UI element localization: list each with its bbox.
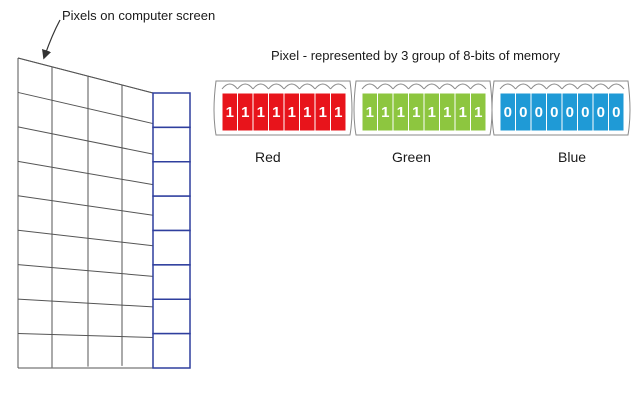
bit-cell-top — [237, 83, 254, 90]
red-bit-value: 1 — [241, 104, 249, 121]
screen-label: Pixels on computer screen — [62, 8, 216, 23]
blue-bit-value: 0 — [535, 104, 543, 121]
bit-cell-top — [221, 83, 238, 90]
blue-group-outline — [491, 80, 631, 136]
bit-cell-top — [470, 83, 487, 90]
blue-bit-value: 0 — [581, 104, 589, 121]
red-channel-label: Red — [255, 149, 281, 165]
blue-bit-value: 0 — [504, 104, 512, 121]
bit-cell-top — [499, 83, 516, 90]
blue-channel-label: Blue — [558, 149, 587, 165]
bit-cell-top — [252, 83, 269, 90]
green-bit-value: 1 — [459, 104, 467, 121]
blue-bit-cell — [608, 92, 625, 132]
bit-cell-top — [592, 83, 609, 90]
green-bit-value: 1 — [474, 104, 482, 121]
green-bit-value: 1 — [443, 104, 451, 121]
front-pixel-cell-3 — [152, 195, 191, 232]
green-channel-label: Green — [392, 149, 431, 165]
front-pixel-cell-2 — [152, 161, 191, 197]
green-bit-cell — [470, 92, 487, 132]
pointer-arrow — [42, 19, 61, 60]
bit-cell-top — [299, 83, 316, 90]
bit-cell-top — [454, 83, 471, 90]
red-bit-value: 1 — [272, 104, 280, 121]
red-bit-value: 1 — [226, 104, 234, 121]
green-group-outline — [353, 80, 493, 136]
green-bit-value: 1 — [428, 104, 436, 121]
bit-cell-top — [330, 83, 347, 90]
front-pixel-cell-7 — [152, 332, 191, 369]
bit-cell-top — [546, 83, 563, 90]
front-pixel-cell-6 — [152, 298, 191, 335]
bit-cell-top — [515, 83, 532, 90]
bit-cell-top — [408, 83, 425, 90]
grid-row-line-6 — [17, 264, 154, 277]
grid-row-line-5 — [17, 229, 154, 247]
grid-row-line-4 — [17, 195, 154, 216]
red-bit-value: 1 — [303, 104, 311, 121]
bit-cell-top — [268, 83, 285, 90]
bit-cell-top — [577, 83, 594, 90]
blue-bit-value: 0 — [612, 104, 620, 121]
grid-row-line-2 — [17, 126, 154, 155]
green-bit-value: 1 — [412, 104, 420, 121]
green-bit-value: 1 — [397, 104, 405, 121]
front-pixel-cell-5 — [152, 264, 191, 300]
bit-cell-top — [608, 83, 625, 90]
front-pixel-cell-1 — [152, 126, 191, 163]
blue-bit-value: 0 — [597, 104, 605, 121]
green-bit-value: 1 — [366, 104, 374, 121]
grid-row-line-7 — [17, 298, 154, 308]
bit-cell-top — [314, 83, 331, 90]
red-bit-value: 1 — [319, 104, 327, 121]
bit-cell-top — [361, 83, 378, 90]
red-bit-value: 1 — [334, 104, 342, 121]
pixel-description-label: Pixel - represented by 3 group of 8-bits… — [271, 48, 561, 63]
green-bit-value: 1 — [381, 104, 389, 121]
screen-pixel-grid — [17, 57, 191, 369]
bit-cell-top — [423, 83, 440, 90]
blue-bit-value: 0 — [519, 104, 527, 121]
blue-bit-value: 0 — [550, 104, 558, 121]
grid-row-line-3 — [17, 160, 154, 186]
bit-cell-top — [530, 83, 547, 90]
bit-cell-top — [392, 83, 409, 90]
bit-cell-top — [283, 83, 300, 90]
grid-row-line-1 — [17, 91, 154, 125]
grid-row-line-8 — [17, 333, 154, 338]
red-bit-value: 1 — [288, 104, 296, 121]
bit-cell-top — [377, 83, 394, 90]
bit-cell-top — [439, 83, 456, 90]
front-pixel-cell-0 — [152, 92, 191, 129]
grid-top-edge — [17, 57, 154, 94]
front-pixel-cell-4 — [152, 229, 191, 266]
bit-cell-top — [561, 83, 578, 90]
red-bit-cell — [330, 92, 347, 132]
red-bit-value: 1 — [257, 104, 265, 121]
blue-bit-value: 0 — [566, 104, 574, 121]
red-group-outline — [213, 80, 353, 136]
